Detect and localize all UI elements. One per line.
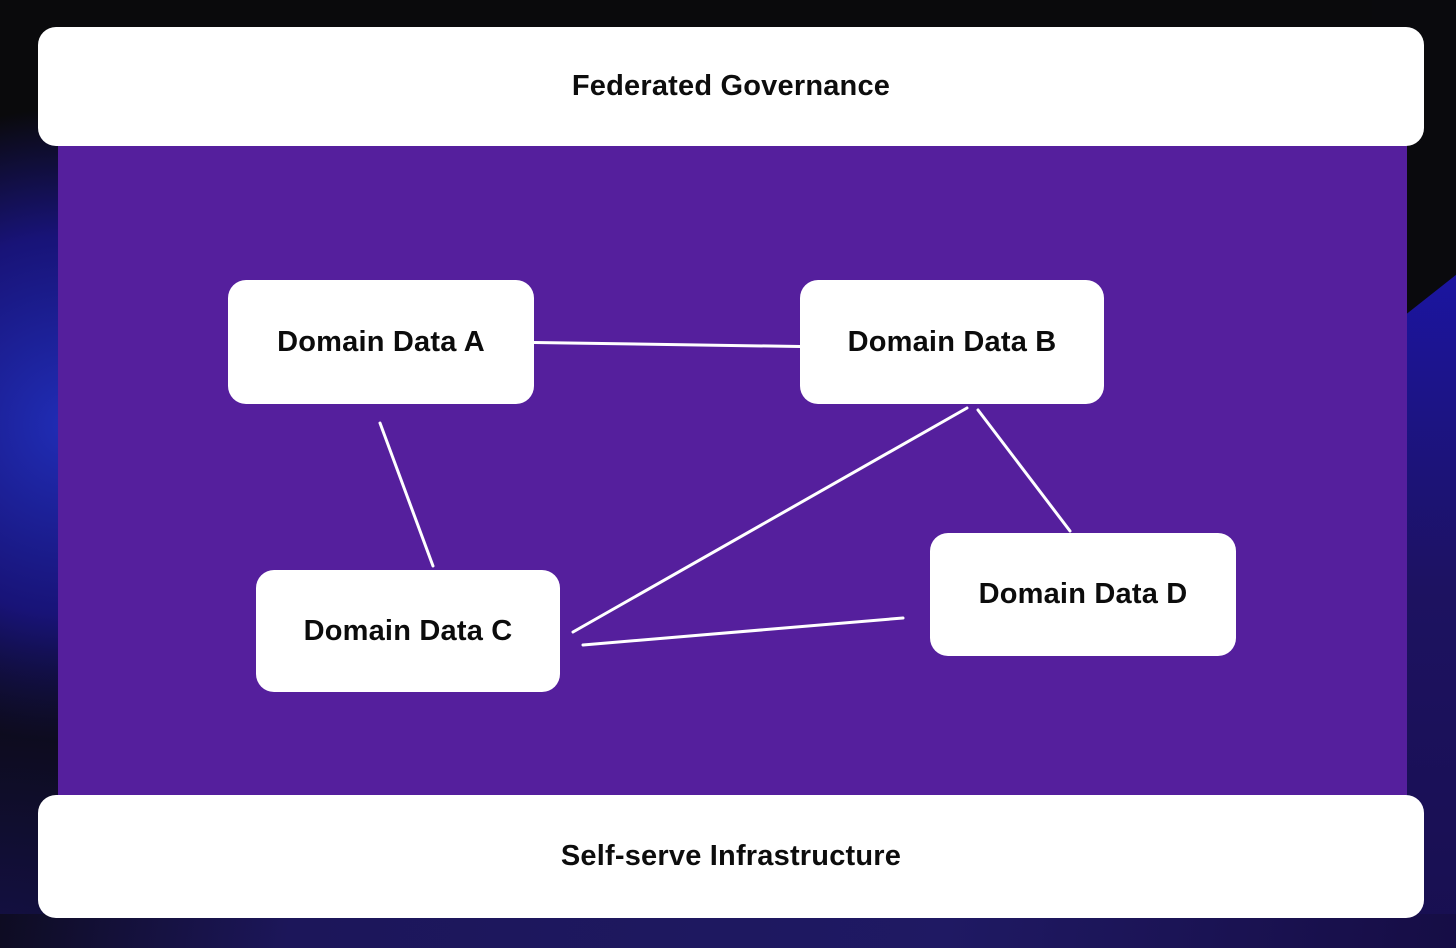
self-serve-infrastructure-bar: Self-serve Infrastructure — [38, 795, 1424, 918]
federated-governance-bar: Federated Governance — [38, 27, 1424, 146]
self-serve-infrastructure-label: Self-serve Infrastructure — [560, 840, 902, 872]
mesh-surface — [58, 145, 1407, 795]
node-domain-data-d: Domain Data D — [930, 533, 1236, 656]
node-domain-data-b-label: Domain Data B — [847, 325, 1057, 358]
node-domain-data-b: Domain Data B — [800, 280, 1104, 404]
background-bottom-band — [0, 914, 1456, 948]
federated-governance-label: Federated Governance — [571, 70, 891, 102]
node-domain-data-c: Domain Data C — [256, 570, 560, 692]
node-domain-data-c-label: Domain Data C — [303, 614, 513, 647]
node-domain-data-a-label: Domain Data A — [277, 325, 485, 358]
node-domain-data-d-label: Domain Data D — [978, 578, 1188, 610]
node-domain-data-a: Domain Data A — [228, 280, 534, 404]
